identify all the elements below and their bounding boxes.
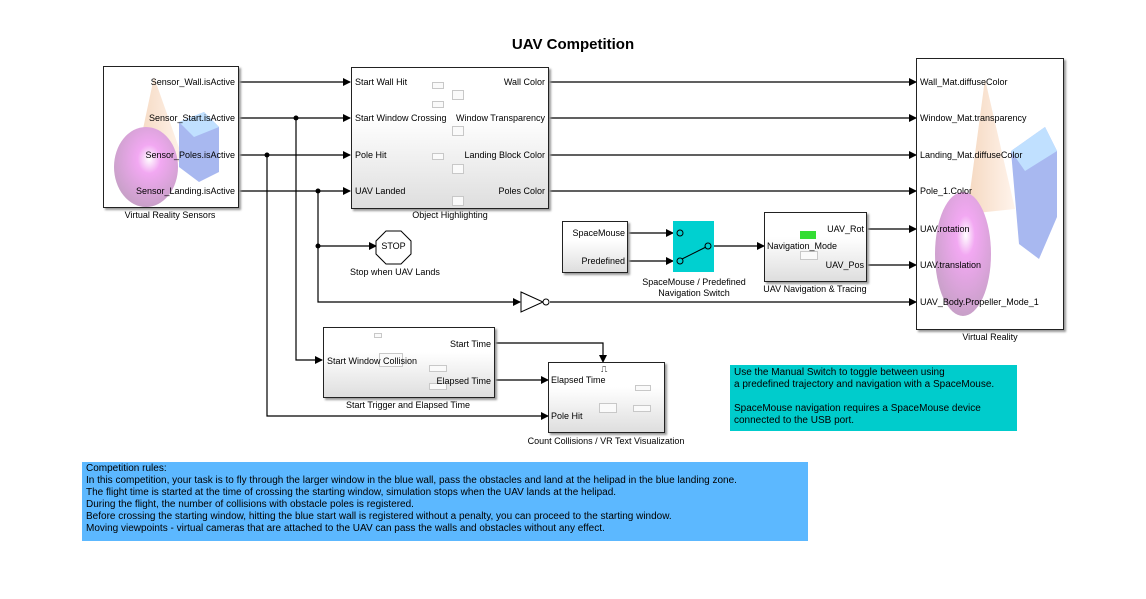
- subsystem-preview: [635, 385, 651, 391]
- wall-color-port: Wall Color: [503, 77, 545, 87]
- subsystem-preview: [633, 405, 651, 412]
- vr-window-mat-port: Window_Mat.transparency: [920, 113, 1027, 123]
- uav-pos-port: UAV_Pos: [825, 260, 864, 270]
- uav-navigation-caption: UAV Navigation & Tracing: [763, 284, 867, 294]
- stop-label[interactable]: STOP: [381, 241, 406, 251]
- manual-switch-block: [673, 221, 714, 272]
- junction: [315, 188, 321, 194]
- rules-line: Moving viewpoints - virtual cameras that…: [86, 523, 605, 534]
- elapsed-time-in-port: Elapsed Time: [551, 375, 606, 385]
- count-collisions-caption: Count Collisions / VR Text Visualization: [527, 436, 685, 446]
- predefined-port: Predefined: [581, 256, 625, 266]
- vr-shapes-icon: [935, 79, 1057, 316]
- diagram-title: UAV Competition: [511, 36, 635, 53]
- subsystem-preview: [800, 251, 818, 260]
- navigation-source-block[interactable]: SpaceMouse Predefined: [562, 221, 628, 273]
- subsystem-preview: [432, 101, 444, 108]
- rules-line: In this competition, your task is to fly…: [86, 475, 737, 486]
- virtual-reality-block[interactable]: Wall_Mat.diffuseColor Window_Mat.transpa…: [916, 58, 1064, 330]
- trigger-icon: ⎍: [601, 364, 608, 374]
- wire-start-time: [494, 342, 607, 363]
- switch-caption-line1: SpaceMouse / Predefined: [642, 277, 746, 287]
- pole-hit-port: Pole Hit: [355, 150, 387, 160]
- wire-poles-branch: [266, 155, 549, 420]
- note-line: a predefined trajectory and navigation w…: [734, 379, 995, 390]
- junction: [293, 115, 299, 121]
- note-line: [734, 391, 1013, 403]
- vr-wall-mat-port: Wall_Mat.diffuseColor: [920, 77, 1008, 87]
- start-time-port: Start Time: [449, 339, 491, 349]
- sensor-start-port: Sensor_Start.isActive: [148, 113, 235, 123]
- vr-sensors-block[interactable]: Sensor_Wall.isActive Sensor_Start.isActi…: [103, 66, 239, 208]
- subsystem-preview: [599, 403, 617, 413]
- rules-line: The flight time is started at the time o…: [86, 487, 617, 498]
- switch-caption-line2: Navigation Switch: [658, 288, 730, 298]
- start-wall-hit-port: Start Wall Hit: [355, 77, 408, 87]
- stop-block: [375, 230, 412, 265]
- vr-uav-translation-port: UAV.translation: [920, 260, 982, 270]
- rules-line: Competition rules:: [86, 463, 167, 474]
- junction: [315, 243, 321, 249]
- stop-caption: Stop when UAV Lands: [350, 267, 440, 277]
- vr-uav-rotation-port: UAV.rotation: [920, 224, 970, 234]
- switch-caption[interactable]: SpaceMouse / Predefined Navigation Switc…: [630, 277, 758, 299]
- subsystem-preview: [452, 196, 464, 206]
- junction: [264, 152, 270, 158]
- subsystem-preview: [429, 365, 447, 372]
- count-collisions-block[interactable]: ⎍ Elapsed Time Pole Hit: [548, 362, 665, 433]
- start-trigger-block[interactable]: Start Window Collision Start Time Elapse…: [323, 327, 495, 398]
- subsystem-preview: [452, 164, 464, 174]
- competition-rules-note: Competition rules: In this competition, …: [82, 462, 808, 541]
- spacemouse-port: SpaceMouse: [572, 228, 625, 238]
- vr-landing-mat-port: Landing_Mat.diffuseColor: [920, 150, 1023, 160]
- elapsed-time-out-port: Elapsed Time: [436, 376, 491, 386]
- not-gate: [520, 291, 550, 313]
- wire-start-branch: [295, 118, 323, 364]
- start-trigger-caption: Start Trigger and Elapsed Time: [345, 400, 471, 410]
- sensor-poles-port: Sensor_Poles.isActive: [145, 150, 235, 160]
- uav-navigation-block[interactable]: Navigation_Mode UAV_Rot UAV_Pos: [764, 212, 867, 282]
- note-line: Use the Manual Switch to toggle between …: [734, 367, 945, 378]
- subsystem-preview: [432, 82, 444, 89]
- switch-note: Use the Manual Switch to toggle between …: [730, 365, 1017, 431]
- start-window-collision-port: Start Window Collision: [327, 356, 418, 366]
- subsystem-preview: [379, 353, 403, 367]
- wire-landing-not: [317, 246, 521, 306]
- note-line: SpaceMouse navigation requires a SpaceMo…: [734, 403, 981, 414]
- subsystem-preview: [452, 126, 464, 136]
- sensor-landing-port: Sensor_Landing.isActive: [135, 186, 235, 196]
- vr-pole-color-port: Pole_1.Color: [920, 186, 973, 196]
- window-transparency-port: Window Transparency: [455, 113, 545, 123]
- uav-landed-port: UAV Landed: [355, 186, 406, 196]
- vr-shapes-icon: [114, 77, 219, 207]
- poles-color-port: Poles Color: [498, 186, 545, 196]
- landing-block-color-port: Landing Block Color: [464, 150, 545, 160]
- rules-line: During the flight, the number of collisi…: [86, 499, 414, 510]
- uav-rot-port: UAV_Rot: [827, 224, 864, 234]
- vr-sensors-caption: Virtual Reality Sensors: [124, 210, 216, 220]
- navigation-mode-port: Navigation_Mode: [767, 241, 838, 251]
- subsystem-preview: [452, 90, 464, 100]
- vr-propeller-mode-port: UAV_Body.Propeller_Mode_1: [920, 297, 1039, 307]
- nav-mode-indicator: [800, 231, 816, 239]
- pole-hit-in-port: Pole Hit: [551, 411, 583, 421]
- virtual-reality-caption: Virtual Reality: [962, 332, 1018, 342]
- start-window-crossing-port: Start Window Crossing: [355, 113, 447, 123]
- subsystem-preview: [429, 383, 447, 390]
- object-highlighting-caption: Object Highlighting: [412, 210, 488, 220]
- rules-line: Before crossing the starting window, hit…: [86, 511, 672, 522]
- note-line: connected to the USB port.: [734, 415, 855, 426]
- subsystem-preview: [374, 333, 382, 338]
- subsystem-preview: [432, 153, 444, 160]
- sensor-wall-port: Sensor_Wall.isActive: [150, 77, 235, 87]
- object-highlighting-block[interactable]: Start Wall Hit Start Window Crossing Pol…: [351, 67, 549, 209]
